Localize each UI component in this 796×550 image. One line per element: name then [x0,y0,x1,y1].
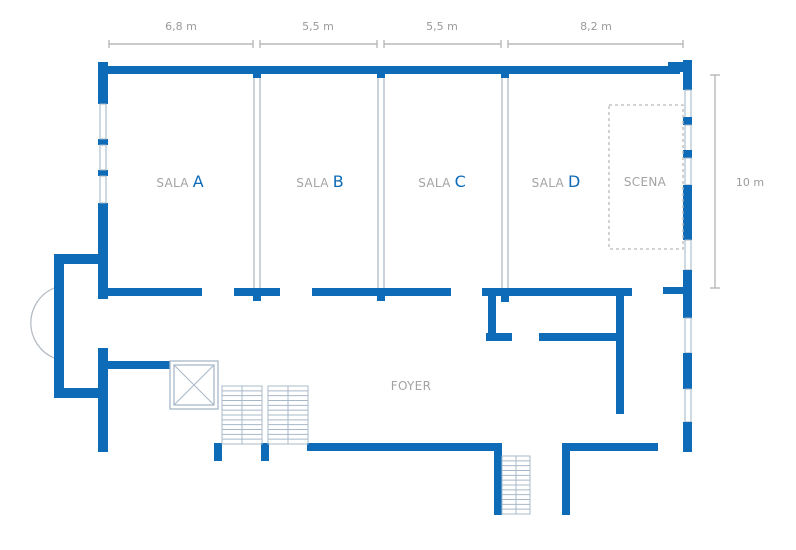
window [684,124,692,154]
dimension-height: 10 m [710,74,764,289]
staircase-bottom [501,455,531,515]
dimension-label-b: 5,5 m [302,20,334,33]
dimension-label-c: 5,5 m [426,20,458,33]
room-partitions [253,75,509,290]
walls [54,60,692,515]
stage-outline [608,104,684,250]
dimension-label-d: 8,2 m [580,20,612,33]
entrance-door-arc [30,287,55,359]
window [99,144,107,171]
wall-left [98,62,108,104]
window [99,103,107,140]
staircase-left [221,385,309,445]
window [684,317,692,354]
dimension-widths: 6,8 m 5,5 m 5,5 m 8,2 m [108,20,684,48]
window [684,89,692,121]
window [684,157,692,186]
foyer-label: FOYER [391,379,431,393]
window [684,388,692,423]
dimension-label-a: 6,8 m [165,20,197,33]
wall-top [98,66,680,74]
stage-label: SCENA [624,175,667,189]
window [99,175,107,204]
window [684,239,692,271]
elevator-icon [169,360,219,410]
dimension-label-height: 10 m [736,176,764,189]
